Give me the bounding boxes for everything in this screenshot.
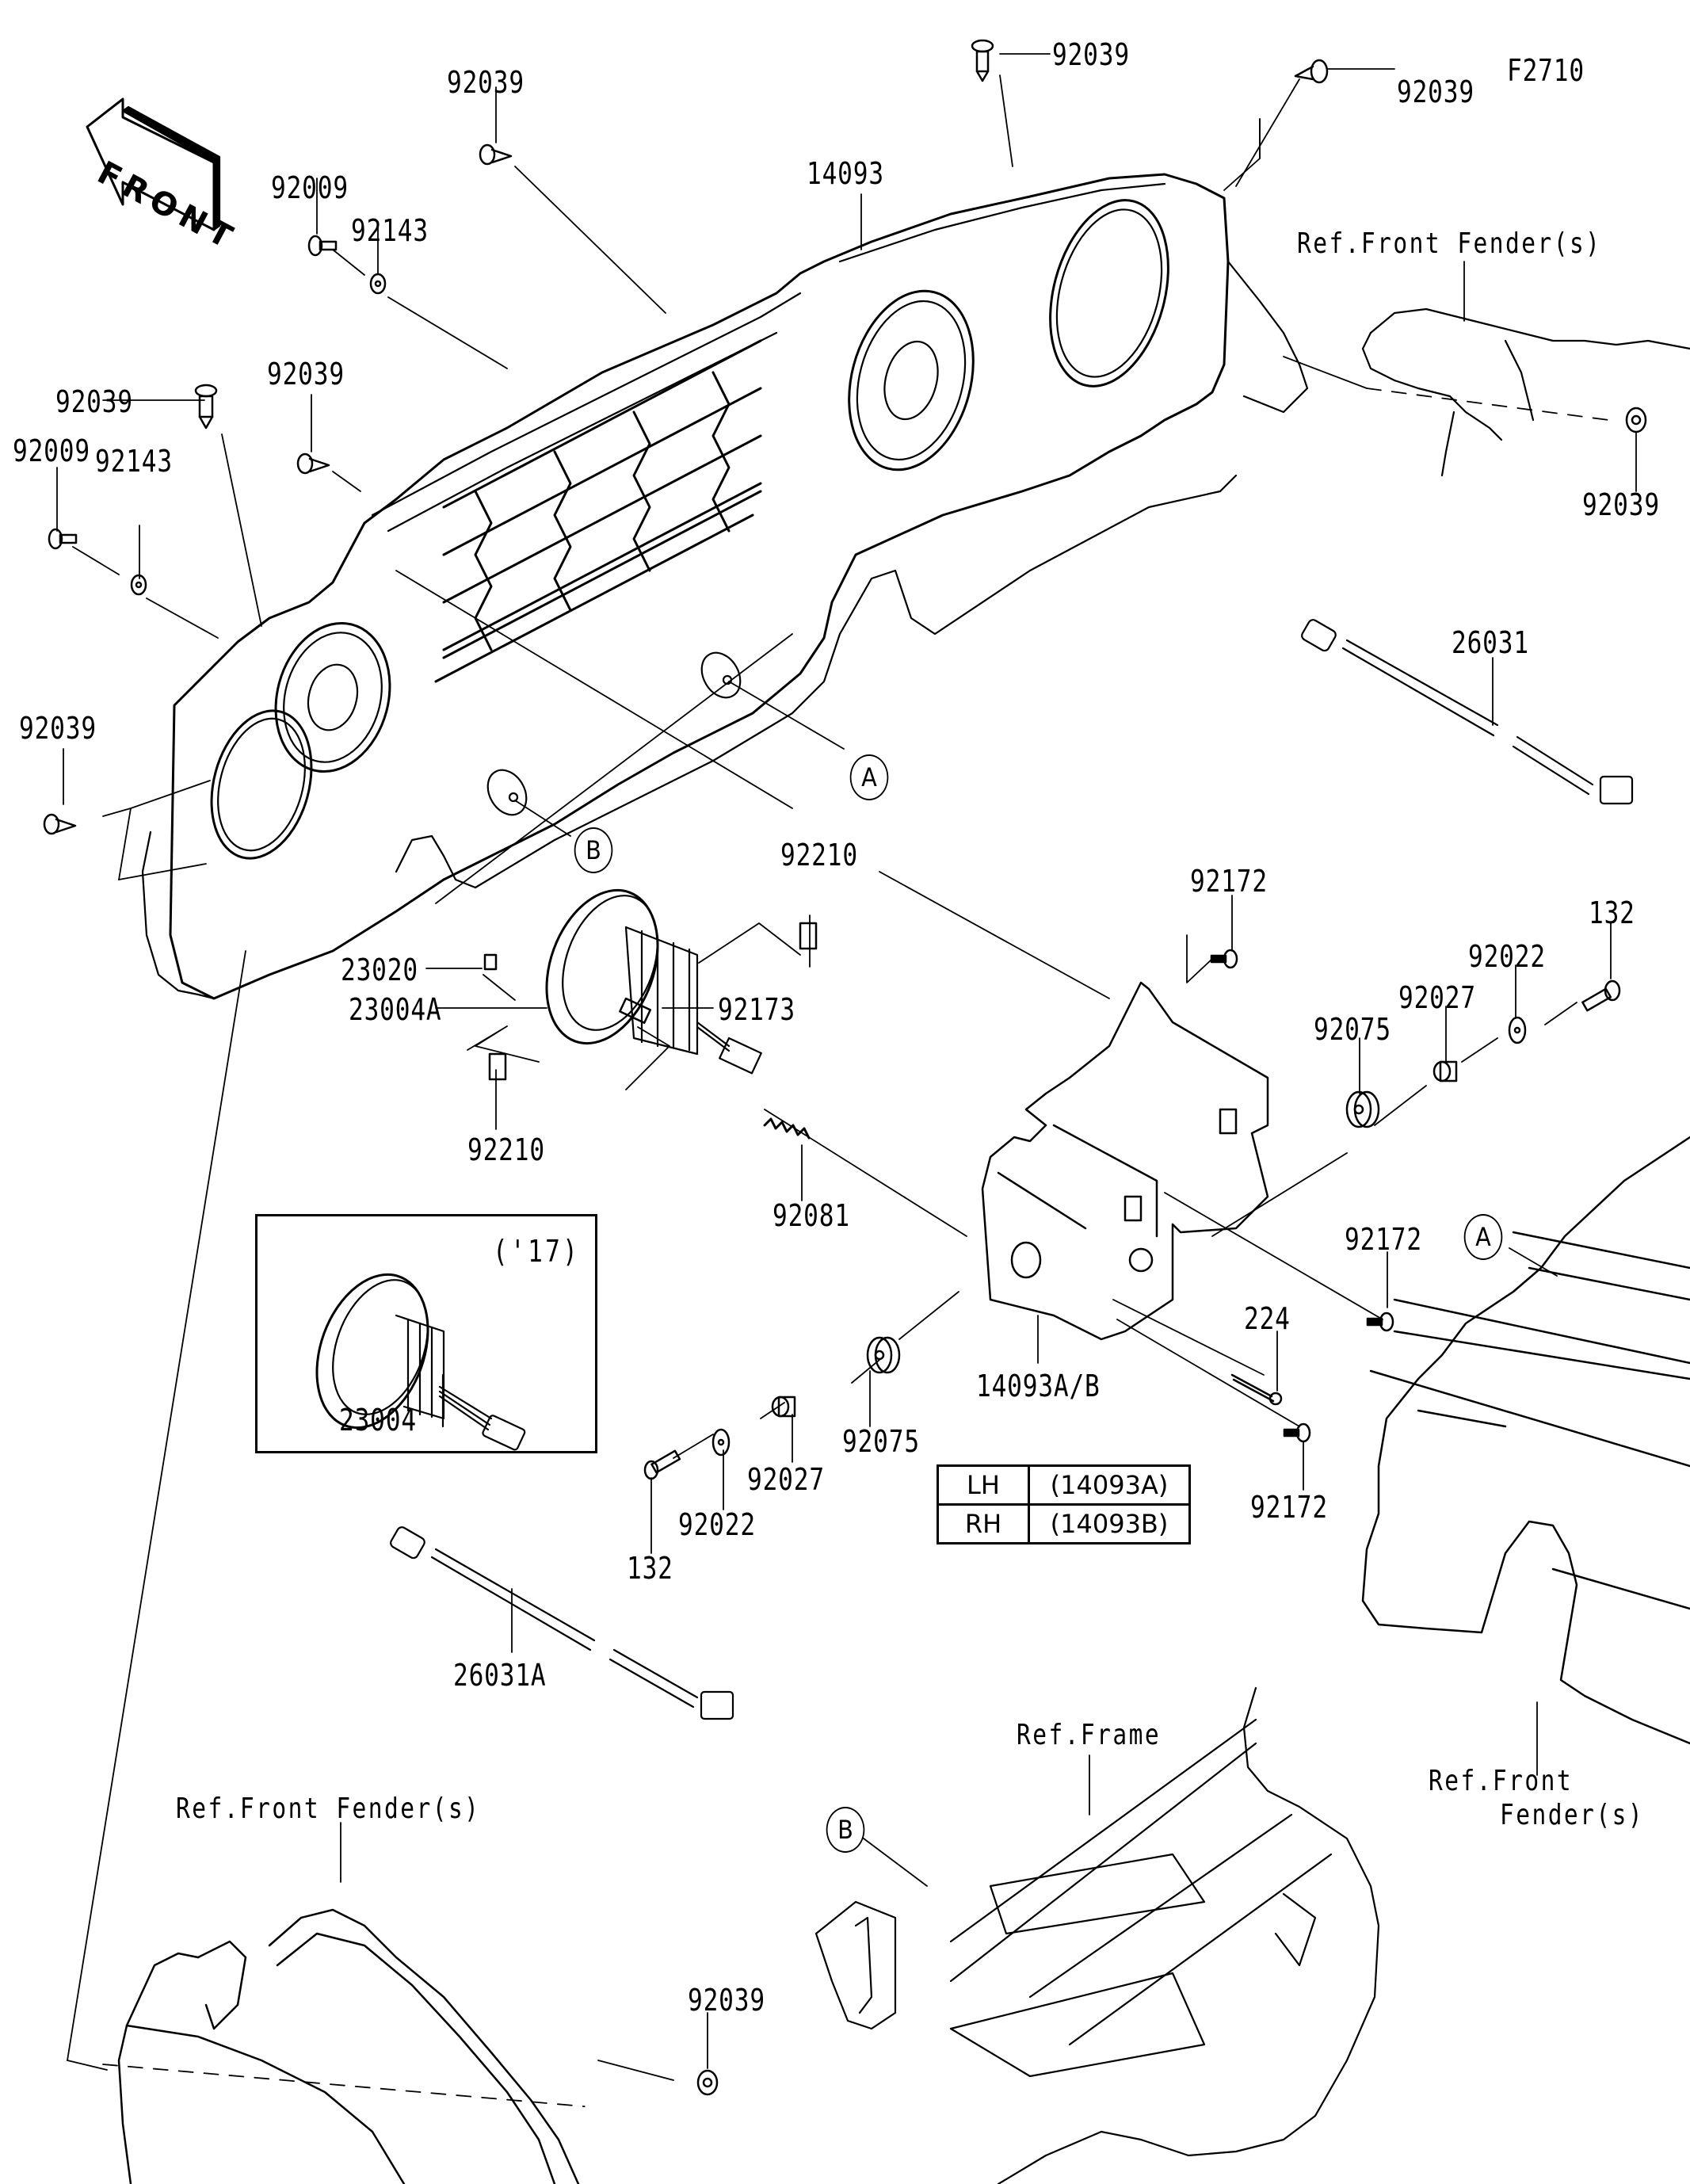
callout-92173[interactable]: 92173 [718, 992, 795, 1027]
connection-marker-b: B [826, 1807, 865, 1853]
table-row: RH (14093B) [937, 1503, 1191, 1544]
bracket-14093a-b [981, 981, 1269, 1341]
callout-92027[interactable]: 92027 [1398, 980, 1476, 1015]
headlight-23004a [545, 888, 762, 1075]
harness-26031a [390, 1526, 734, 1720]
callout-132[interactable]: 132 [627, 1551, 673, 1586]
callout-92039[interactable]: 92039 [1582, 487, 1660, 522]
ref-front-fender-label: Ref.Front Fender(s) [176, 1793, 481, 1825]
callout-92039[interactable]: 92039 [19, 711, 97, 746]
ref-front-fender-label: Ref.Front [1429, 1765, 1574, 1797]
lh-rh-table: LH (14093A) RH (14093B) [937, 1464, 1191, 1544]
table-row: LH (14093A) [937, 1464, 1191, 1506]
side-cell: RH [937, 1503, 1030, 1544]
part-cell: (14093A) [1028, 1464, 1191, 1506]
callout-92039[interactable]: 92039 [55, 384, 133, 419]
callout-92039[interactable]: 92039 [267, 357, 345, 391]
callout-92081[interactable]: 92081 [773, 1198, 850, 1233]
callout-92172[interactable]: 92172 [1345, 1222, 1422, 1257]
callout-23020[interactable]: 23020 [341, 953, 418, 987]
callout-92009[interactable]: 92009 [271, 170, 349, 205]
front-arrow-icon [86, 97, 221, 231]
callout-92143[interactable]: 92143 [95, 444, 173, 479]
ref-frame [814, 1686, 1380, 2184]
callout-14093[interactable]: 14093 [807, 156, 884, 191]
callout-23004a[interactable]: 23004A [349, 992, 442, 1027]
callout-92075[interactable]: 92075 [842, 1424, 920, 1459]
inset-headlight-23004 [315, 1273, 526, 1451]
callout-92039[interactable]: 92039 [1052, 37, 1130, 72]
connection-marker-b: B [574, 827, 613, 873]
ref-front-fender-label: Fender(s) [1500, 1799, 1645, 1831]
ref-front-fender-label: Ref.Front Fender(s) [1297, 227, 1602, 260]
callout-92022[interactable]: 92022 [678, 1507, 756, 1542]
callout-23004[interactable]: 23004 [339, 1403, 417, 1438]
callout-92027[interactable]: 92027 [747, 1462, 825, 1497]
diagram-code: F2710 [1507, 53, 1585, 88]
callout-92039[interactable]: 92039 [688, 1983, 765, 2018]
callout-92172[interactable]: 92172 [1250, 1490, 1328, 1525]
harness-26031 [1301, 619, 1634, 805]
fasteners [43, 39, 1647, 2096]
callout-92039[interactable]: 92039 [1397, 74, 1474, 109]
bumper-housing-14093 [141, 173, 1309, 1000]
connection-marker-a: A [849, 754, 889, 800]
callout-92022[interactable]: 92022 [1468, 939, 1546, 974]
side-cell: LH [937, 1464, 1030, 1506]
connection-marker-a: A [1463, 1214, 1503, 1260]
callout-92039[interactable]: 92039 [447, 65, 525, 100]
callout-92143[interactable]: 92143 [351, 213, 429, 248]
bushing-b [486, 769, 528, 816]
callout-92210[interactable]: 92210 [780, 838, 858, 872]
part-cell: (14093B) [1028, 1503, 1191, 1544]
callout-132[interactable]: 132 [1589, 895, 1635, 930]
inset-year-note: ('17) [493, 1234, 581, 1269]
callout-14093a-b[interactable]: 14093A/B [976, 1369, 1101, 1403]
callout-92172[interactable]: 92172 [1190, 864, 1268, 899]
callout-26031[interactable]: 26031 [1452, 625, 1529, 660]
ref-front-fender-upper [1361, 307, 1690, 477]
ref-front-fender-right [1361, 1136, 1690, 1745]
bushing-a [700, 651, 742, 699]
callout-224[interactable]: 224 [1244, 1301, 1291, 1336]
callout-92009[interactable]: 92009 [13, 433, 90, 468]
callout-92075[interactable]: 92075 [1314, 1012, 1391, 1047]
callout-92210[interactable]: 92210 [467, 1132, 545, 1167]
ref-front-fender-bottom-left [117, 1908, 580, 2184]
inset-box-2017-headlight [255, 1214, 597, 1453]
ref-frame-label: Ref.Frame [1017, 1719, 1162, 1751]
callout-26031a[interactable]: 26031A [453, 1658, 547, 1693]
